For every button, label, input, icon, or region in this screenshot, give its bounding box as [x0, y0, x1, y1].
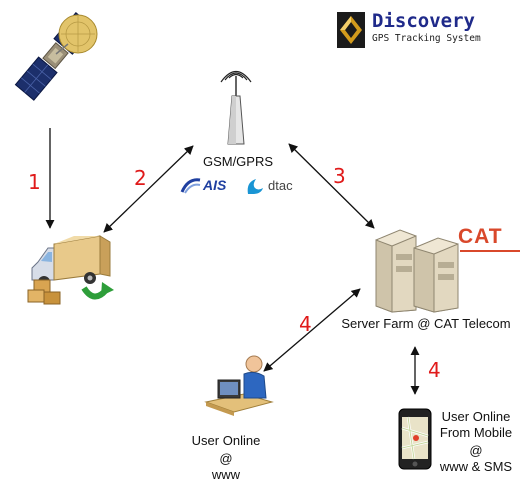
server-label: Server Farm @ CAT Telecom: [341, 316, 511, 331]
user-mobile-line-1: User Online: [441, 409, 511, 424]
user-at-computer-icon: [204, 355, 274, 416]
carrier-ais-label: AIS: [203, 177, 227, 193]
step-number-4-mobile: 4: [428, 358, 441, 382]
network-label: GSM/GPRS: [202, 154, 274, 169]
user-mobile-line-3: @: [469, 443, 483, 458]
discovery-logo-icon: [337, 12, 365, 48]
cat-logo: CAT: [458, 225, 503, 248]
smartphone-icon: [398, 408, 432, 470]
arrow-truck-network: [103, 145, 194, 233]
brand-tagline: GPS Tracking System: [372, 33, 481, 44]
cell-tower-icon: [220, 70, 252, 145]
dtac-logo-icon: [247, 179, 263, 194]
step-number-3: 3: [333, 164, 346, 188]
user-web-line-1: User Online: [191, 433, 261, 448]
arrow-network-server: [288, 143, 375, 229]
arrow-server-user-web: [263, 288, 361, 372]
user-web-line-3: www: [211, 467, 241, 482]
step-number-2: 2: [134, 166, 147, 190]
step-number-4-web: 4: [299, 312, 312, 336]
brand-name: Discovery: [372, 10, 475, 32]
user-mobile-line-4: www & SMS: [439, 459, 513, 474]
satellite-icon: [14, 11, 98, 101]
server-icon: [375, 229, 459, 313]
step-number-1: 1: [28, 170, 41, 194]
user-mobile-line-2: From Mobile: [439, 425, 513, 440]
user-web-line-2: @: [219, 451, 233, 466]
delivery-truck-icon: [27, 235, 114, 305]
ais-logo-icon: [180, 178, 201, 194]
carrier-dtac-label: dtac: [268, 178, 293, 193]
cat-logo-underline: [460, 250, 520, 252]
